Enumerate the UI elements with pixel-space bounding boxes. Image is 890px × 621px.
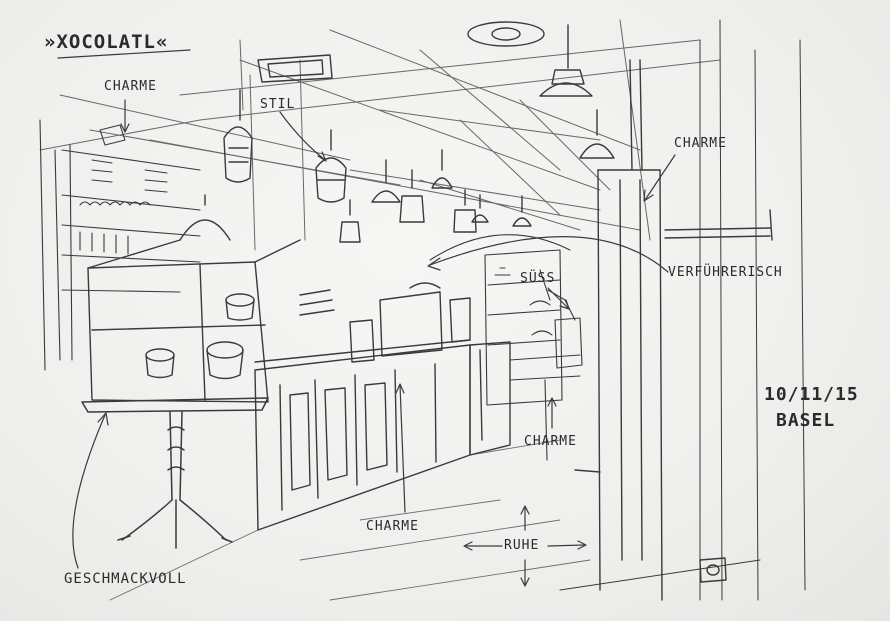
note-charme-top-left: CHARME [104, 79, 157, 94]
right-column [559, 19, 806, 601]
bistro-table [81, 397, 269, 549]
ceiling-lamp-oval [467, 21, 545, 47]
note-charme-aisle: CHARME [524, 434, 577, 449]
note-charme-counter: CHARME [366, 519, 419, 534]
counter [87, 194, 511, 531]
sketch-title: »XOCOLATL« [44, 31, 169, 53]
floor-lines [109, 439, 591, 601]
note-stil: STIL [260, 97, 296, 112]
note-suess: SÜSS [520, 271, 556, 286]
note-ruhe: RUHE [504, 538, 540, 553]
sketch-place: BASEL [776, 410, 836, 431]
note-verfuehrerisch: VERFÜHRERISCH [668, 265, 783, 280]
note-charme-right: CHARME [674, 136, 727, 151]
note-geschmackvoll: GESCHMACKVOLL [64, 571, 187, 587]
annotation-arrows [57, 49, 676, 587]
left-wall-shelves [39, 119, 201, 371]
ceiling-lines [39, 19, 721, 251]
ceiling-vent [257, 54, 333, 83]
sketch-date: 10/11/15 [764, 384, 859, 405]
pendant-lamps [223, 24, 615, 243]
